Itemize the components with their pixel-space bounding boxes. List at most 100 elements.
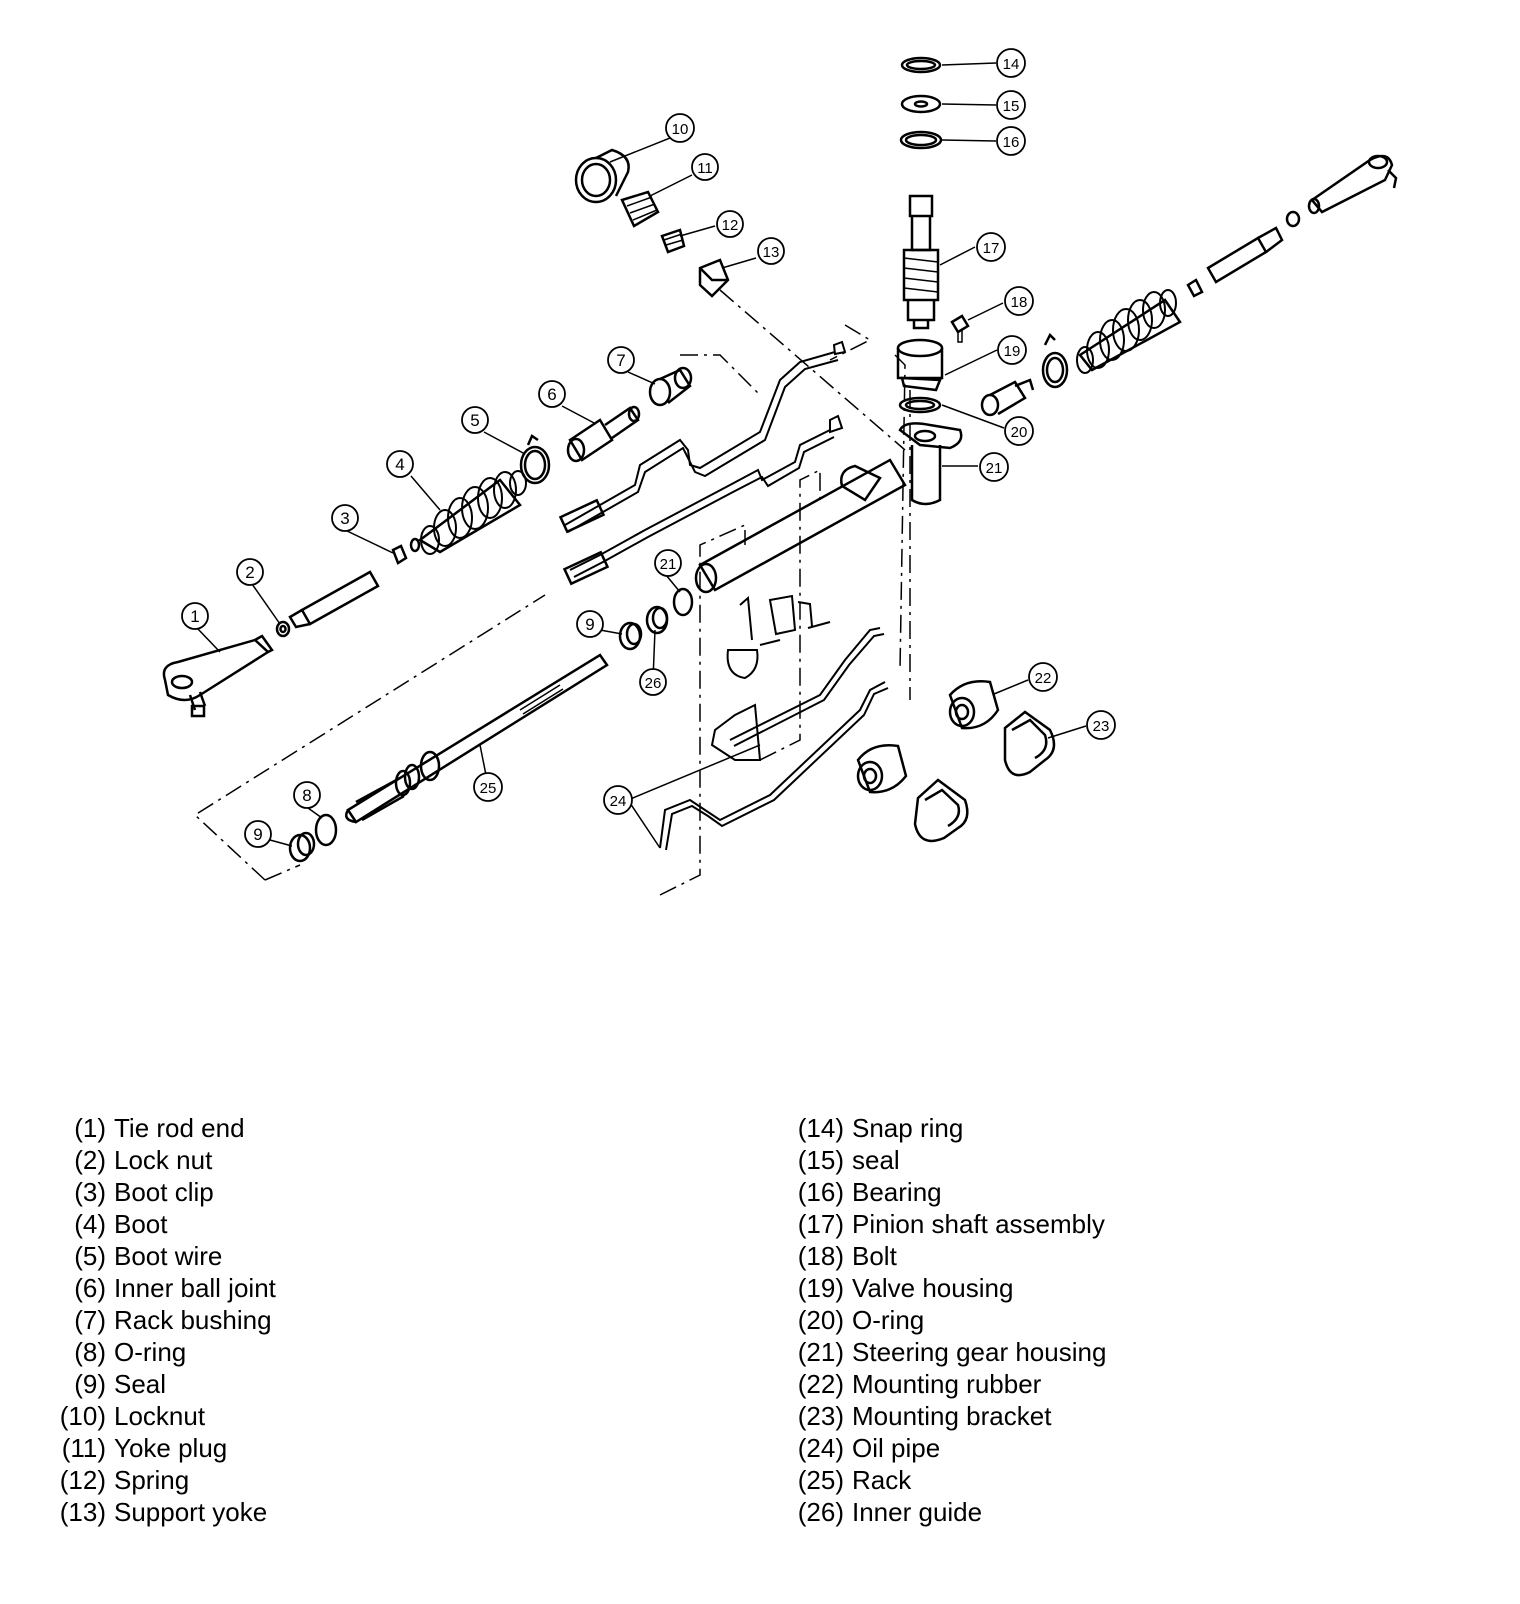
legend-label: Yoke plug (114, 1433, 228, 1463)
o-ring-right (898, 396, 942, 414)
legend-label: Boot (114, 1209, 168, 1239)
oil-pipes (564, 340, 889, 851)
callout-8: 8 (302, 786, 311, 805)
rack (345, 653, 609, 824)
steering-gear-housing (694, 422, 963, 594)
legend-item: (10)Locknut (50, 1400, 276, 1432)
legend-number: (18) (797, 1241, 844, 1271)
legend-number: (1) (74, 1113, 106, 1143)
boot-clip-left (391, 544, 408, 565)
legend-number: (13) (59, 1497, 106, 1527)
legend-label: seal (852, 1145, 900, 1175)
parts-legend-left: (1)Tie rod end (2)Lock nut (3)Boot clip … (50, 1112, 276, 1528)
legend-label: Inner ball joint (114, 1273, 276, 1303)
legend-number: (23) (797, 1401, 844, 1431)
callout-15: 15 (1003, 98, 1020, 115)
callout-18: 18 (1011, 294, 1028, 311)
callout-9-upper: 9 (585, 615, 594, 634)
legend-number: (7) (74, 1305, 106, 1335)
yoke-plug (620, 190, 660, 228)
tie-rod-end-right (1307, 154, 1398, 215)
hose-fittings (558, 498, 610, 586)
callout-22: 22 (1035, 670, 1052, 687)
legend-item: (24)Oil pipe (788, 1432, 1106, 1464)
tie-rod-shaft-right (1206, 226, 1284, 284)
callout-7: 7 (616, 351, 625, 370)
legend-item: (5)Boot wire (50, 1240, 276, 1272)
legend-label: Oil pipe (852, 1433, 941, 1463)
o-ring-middle (672, 587, 694, 617)
legend-item: (13) Support yoke (50, 1496, 276, 1528)
inner-guide (645, 605, 669, 635)
legend-label: O-ring (852, 1305, 925, 1335)
legend-item: (9)Seal (50, 1368, 276, 1400)
callout-13: 13 (763, 244, 780, 261)
legend-item: (7)Rack bushing (50, 1304, 276, 1336)
inner-ball-joint-right (980, 378, 1035, 417)
support-yoke (698, 258, 730, 298)
legend-item: (8) O-ring (50, 1336, 276, 1368)
callout-11: 11 (697, 160, 713, 177)
pipe-clamp (726, 594, 831, 680)
legend-item: (25) Rack (788, 1464, 1106, 1496)
legend-label: Steering gear housing (852, 1337, 1107, 1367)
legend-number: (26) (797, 1497, 844, 1527)
locknut-yoke (574, 148, 630, 204)
legend-label: Inner guide (852, 1497, 983, 1527)
legend-label: Bearing (852, 1177, 942, 1207)
legend-item: (4)Boot (50, 1208, 276, 1240)
legend-label: Boot wire (114, 1241, 223, 1271)
legend-label: O-ring (114, 1337, 187, 1367)
boot-wire-right (1041, 332, 1069, 389)
callout-6: 6 (547, 385, 556, 404)
legend-number: (15) (797, 1145, 844, 1175)
legend-label: Spring (114, 1465, 190, 1495)
mounting-rubber-upper (948, 680, 1000, 730)
legend-label: Mounting bracket (852, 1401, 1052, 1431)
legend-item: (18)Bolt (788, 1240, 1106, 1272)
callout-1: 1 (190, 607, 199, 626)
legend-label: Pinion shaft assembly (852, 1209, 1105, 1239)
tie-rod-shaft-left (288, 570, 380, 629)
mounting-bracket-upper (1003, 710, 1056, 777)
seal-ring (900, 94, 942, 114)
legend-item: (17) Pinion shaft assembly (788, 1208, 1106, 1240)
legend-label: Tie rod end (114, 1113, 245, 1143)
rack-bushing (648, 366, 693, 407)
legend-number: (17) (797, 1209, 844, 1239)
callout-2: 2 (245, 563, 254, 582)
legend-item: (14) Snap ring (788, 1112, 1106, 1144)
callout-21-right: 21 (986, 460, 1003, 477)
callout-17: 17 (983, 240, 1000, 257)
legend-label: Lock nut (114, 1145, 213, 1175)
legend-item: (16)Bearing (788, 1176, 1106, 1208)
callout-3: 3 (340, 509, 349, 528)
legend-number: (20) (797, 1305, 844, 1335)
boot-clip-right (1186, 278, 1204, 298)
legend-number: (2) (74, 1145, 106, 1175)
legend-number: (14) (797, 1113, 844, 1143)
callout-21-left: 21 (660, 556, 677, 573)
callout-12: 12 (722, 217, 739, 234)
legend-item: (21)Steering gear housing (788, 1336, 1107, 1368)
callout-9-lower: 9 (253, 825, 262, 844)
lock-nut-right (1285, 210, 1301, 228)
callout-23: 23 (1093, 718, 1110, 735)
legend-label: Rack (852, 1465, 912, 1495)
legend-number: (8) (74, 1337, 106, 1367)
legend-item: (3)Boot clip (50, 1176, 276, 1208)
callout-14: 14 (1003, 56, 1020, 73)
spring (660, 228, 686, 254)
legend-item: (12)Spring (50, 1464, 276, 1496)
legend-item: (26) Inner guide (788, 1496, 1106, 1528)
legend-label: Locknut (114, 1401, 206, 1431)
legend-label: Snap ring (852, 1113, 964, 1143)
legend-number: (6) (74, 1273, 106, 1303)
legend-number: (9) (74, 1369, 106, 1399)
callout-25: 25 (480, 780, 497, 797)
legend-label: Support yoke (114, 1497, 268, 1527)
legend-item: (15) seal (788, 1144, 1106, 1176)
legend-label: Valve housing (852, 1273, 1014, 1303)
legend-item: (11)Yoke plug (50, 1432, 276, 1464)
legend-number: (25) (797, 1465, 844, 1495)
